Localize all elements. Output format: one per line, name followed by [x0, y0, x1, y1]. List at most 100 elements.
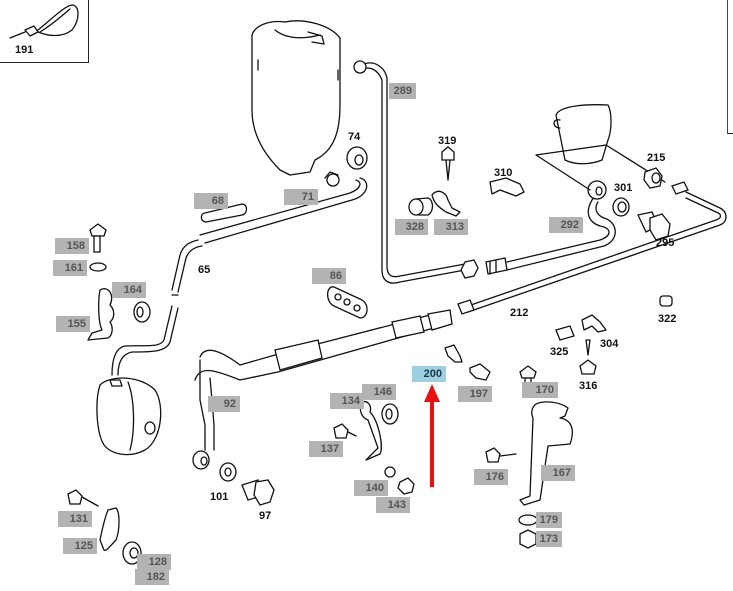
- part-label[interactable]: 292: [549, 217, 583, 233]
- part-label[interactable]: 182: [135, 569, 169, 585]
- sleeve-325: [555, 325, 575, 341]
- part-label[interactable]: 71: [284, 189, 318, 205]
- part-label[interactable]: 68: [194, 193, 228, 209]
- bracket-134: [359, 400, 382, 461]
- fitting-289: [485, 257, 508, 275]
- screw-131: [67, 489, 99, 507]
- screw-176: [485, 447, 517, 463]
- part-label[interactable]: 140: [354, 480, 388, 496]
- pump-motor: [96, 377, 162, 456]
- nut-289-bottom: [460, 259, 479, 279]
- clamp-304: [581, 314, 607, 333]
- sleeve-328: [408, 197, 434, 216]
- part-label[interactable]: 134: [330, 393, 364, 409]
- main-hose: [194, 314, 435, 381]
- part-label[interactable]: 164: [112, 282, 146, 298]
- pointer-arrow: [424, 384, 440, 487]
- washer-101: [219, 462, 237, 482]
- valve-block: [535, 104, 666, 191]
- part-label[interactable]: 173: [536, 531, 562, 547]
- part-label[interactable]: 316: [579, 380, 598, 392]
- part-label[interactable]: 325: [550, 346, 569, 358]
- part-label[interactable]: 146: [362, 384, 396, 400]
- sleeve-322: [659, 295, 673, 307]
- part-label[interactable]: 158: [55, 238, 89, 254]
- line-212: [467, 191, 727, 313]
- part-label[interactable]: 313: [434, 219, 468, 235]
- grommet-74: [346, 146, 368, 170]
- part-label[interactable]: 128: [137, 554, 171, 570]
- clip-310: [489, 177, 525, 197]
- part-label[interactable]: 319: [438, 135, 457, 147]
- part-label[interactable]: 97: [259, 510, 272, 522]
- part-label[interactable]: 161: [53, 260, 87, 276]
- fitting-212-right: [671, 181, 689, 195]
- part-label[interactable]: 328: [395, 219, 428, 235]
- clamp-197: [469, 363, 491, 381]
- banjo-lower: [192, 450, 210, 470]
- part-label[interactable]: 155: [56, 316, 90, 332]
- bolt-158: [89, 223, 107, 253]
- clamp-200: [444, 344, 463, 363]
- cable-tie-191: [9, 4, 79, 39]
- part-label[interactable]: 170: [522, 382, 558, 398]
- banjo-292: [587, 180, 607, 200]
- inset-frame-191: [0, 0, 89, 63]
- part-label[interactable]: 131: [58, 511, 92, 527]
- part-label[interactable]: 179: [536, 512, 562, 528]
- part-label[interactable]: 301: [614, 182, 633, 194]
- reservoir-tank: [251, 20, 341, 176]
- hose-sleeve-1: [274, 339, 323, 371]
- screw-316: [579, 339, 597, 375]
- bracket-125: [99, 507, 120, 552]
- part-label[interactable]: 212: [510, 307, 529, 319]
- part-label[interactable]: 65: [198, 264, 211, 276]
- bolt-97: [241, 479, 275, 506]
- clamp-313: [431, 190, 461, 217]
- grommet-146: [381, 403, 399, 425]
- hose-lower-end: [199, 359, 215, 451]
- grommet-164: [133, 301, 151, 323]
- part-label[interactable]: 304: [600, 338, 619, 350]
- hose-end-fitting: [427, 309, 453, 331]
- part-label[interactable]: 86: [312, 268, 346, 284]
- nut-173: [519, 529, 537, 549]
- hose-sleeve-2: [391, 315, 425, 339]
- part-label[interactable]: 92: [208, 396, 240, 412]
- line-71: [199, 177, 368, 244]
- fitting-215: [643, 167, 663, 189]
- inset-frame-right: [727, 0, 733, 134]
- hose-lower: [111, 305, 179, 376]
- screw-319: [441, 146, 455, 181]
- grommet-128: [122, 541, 142, 565]
- clamp-71: [324, 171, 340, 187]
- bolt-137: [333, 423, 357, 439]
- part-label[interactable]: 137: [309, 441, 343, 457]
- bracket-167: [519, 401, 573, 506]
- hose-65: [171, 239, 203, 293]
- nut-289-top: [353, 60, 367, 74]
- clip-140: [384, 466, 396, 478]
- part-label-highlighted[interactable]: 200: [412, 366, 446, 382]
- sleeve-68: [200, 203, 248, 223]
- bracket-155: [87, 288, 115, 341]
- part-label[interactable]: 74: [348, 131, 361, 143]
- part-label[interactable]: 197: [458, 386, 492, 402]
- part-label[interactable]: 215: [647, 152, 666, 164]
- part-label[interactable]: 143: [376, 497, 410, 513]
- washer-179: [518, 514, 538, 526]
- spacer-plate-86: [326, 286, 368, 319]
- washer-161: [89, 262, 107, 272]
- part-label[interactable]: 191: [15, 44, 34, 56]
- part-label[interactable]: 167: [541, 465, 575, 481]
- washer-301: [612, 197, 630, 217]
- part-label[interactable]: 289: [389, 83, 416, 99]
- part-label[interactable]: 322: [658, 313, 677, 325]
- part-label[interactable]: 295: [656, 237, 675, 249]
- part-label[interactable]: 125: [63, 538, 97, 554]
- line-289: [359, 62, 466, 284]
- part-label[interactable]: 310: [494, 167, 513, 179]
- part-label[interactable]: 101: [210, 491, 229, 503]
- part-label[interactable]: 176: [474, 469, 508, 485]
